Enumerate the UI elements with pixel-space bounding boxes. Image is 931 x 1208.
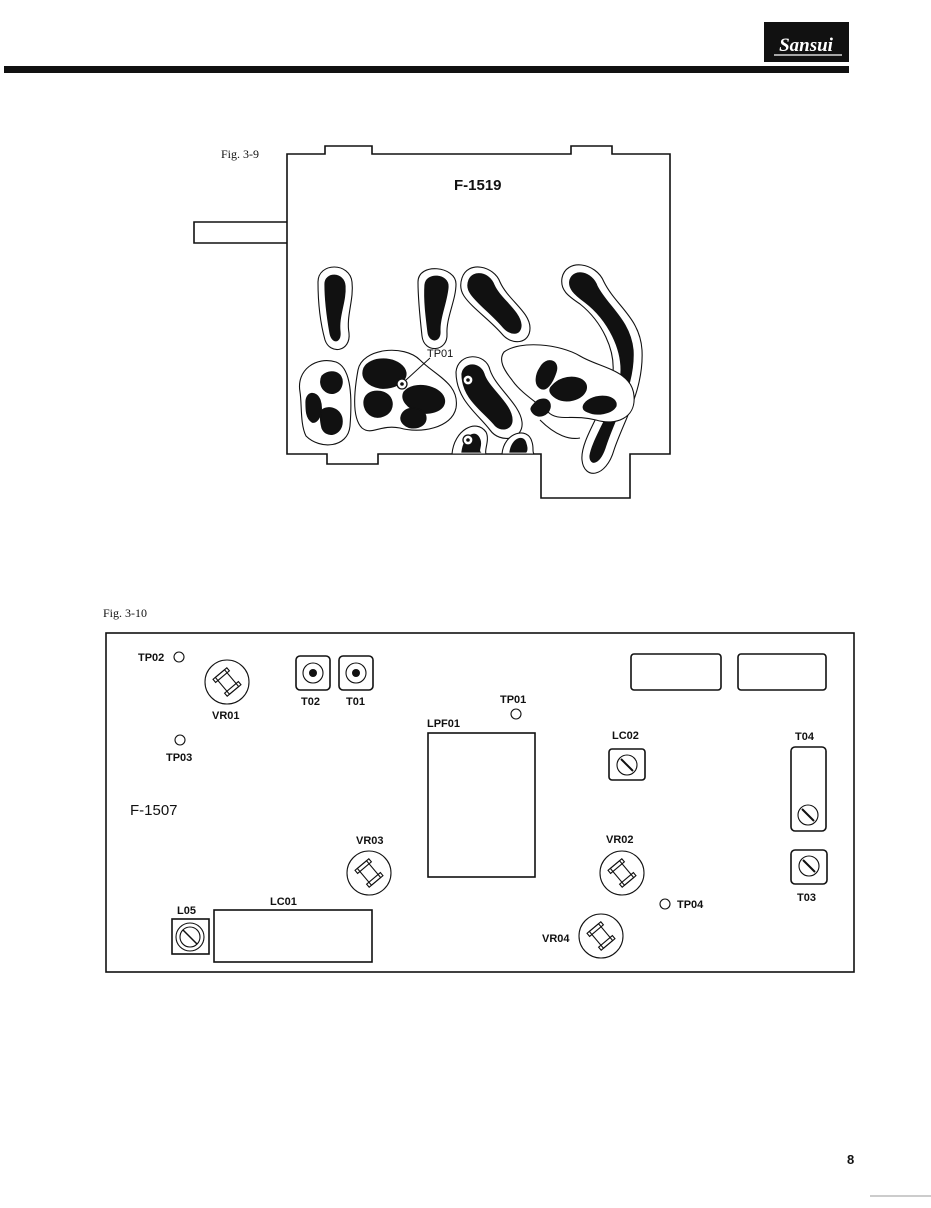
- lc01-block: [213, 909, 373, 963]
- fig10-board-outline: [105, 632, 855, 973]
- tp02-marker: [173, 651, 185, 663]
- component-box-1: [630, 653, 722, 691]
- vr02-trimmer: [599, 850, 645, 896]
- vr01-trimmer: [204, 659, 250, 705]
- label-vr02: VR02: [606, 834, 634, 846]
- t02-coil: [295, 655, 331, 691]
- label-vr03: VR03: [356, 835, 384, 847]
- l05-coil: [171, 918, 210, 955]
- tp04-marker: [659, 898, 671, 910]
- label-t04: T04: [795, 731, 815, 743]
- label-vr04: VR04: [542, 933, 570, 945]
- t03-coil: [790, 849, 828, 885]
- fig9-test-points: [396, 357, 474, 446]
- label-tp01: TP01: [500, 694, 526, 706]
- label-t02: T02: [301, 696, 320, 708]
- label-tp03: TP03: [166, 752, 192, 764]
- fig9-copper-traces: [298, 264, 643, 474]
- page-number: 8: [847, 1152, 854, 1167]
- fig10-board-label: F-1507: [130, 802, 178, 819]
- label-lc01: LC01: [270, 896, 297, 908]
- tp01-marker: [510, 708, 522, 720]
- vr03-trimmer: [346, 850, 392, 896]
- svg-text:Sansui: Sansui: [779, 35, 834, 56]
- brand-logo: Sansui: [764, 22, 849, 62]
- header-rule: [4, 66, 849, 73]
- fig9-caption: Fig. 3-9: [221, 147, 259, 161]
- vr04-trimmer: [578, 913, 624, 959]
- fig9-board-label: F-1519: [454, 177, 502, 194]
- fig9-board-outline: [193, 145, 671, 499]
- tp03-marker: [174, 734, 186, 746]
- label-t03: T03: [797, 892, 816, 904]
- lpf01-filter: [427, 732, 536, 878]
- label-tp04: TP04: [677, 899, 704, 911]
- lc02-coil: [608, 748, 646, 781]
- label-lpf01: LPF01: [427, 718, 460, 730]
- label-lc02: LC02: [612, 730, 639, 742]
- t01-coil: [338, 655, 374, 691]
- fig10-caption: Fig. 3-10: [103, 606, 147, 620]
- label-l05: L05: [177, 905, 196, 917]
- label-vr01: VR01: [212, 710, 240, 722]
- component-box-2: [737, 653, 827, 691]
- label-t01: T01: [346, 696, 365, 708]
- t04-coil: [790, 746, 827, 832]
- label-tp02: TP02: [138, 652, 164, 664]
- fig9-test-point-label: TP01: [427, 348, 453, 360]
